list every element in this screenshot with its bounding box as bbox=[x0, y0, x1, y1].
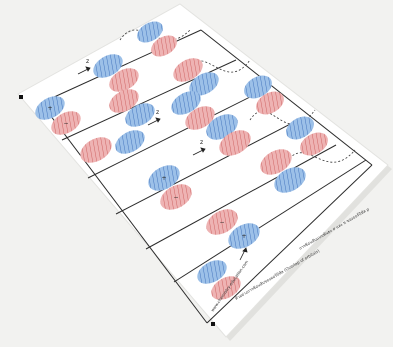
lobe-sign: − bbox=[219, 219, 224, 226]
arrow-label: z bbox=[156, 109, 159, 116]
paper-sheet bbox=[18, 4, 388, 337]
lobe-sign: + bbox=[161, 175, 166, 182]
arrow-label: z bbox=[200, 139, 203, 146]
arrow-label: z bbox=[86, 58, 89, 65]
corner-mark-bottom-left bbox=[211, 322, 215, 326]
lobe-sign: − bbox=[63, 120, 68, 127]
lobe-sign: + bbox=[47, 105, 52, 112]
lobe-sign: + bbox=[241, 233, 246, 240]
corner-mark-top-left bbox=[19, 95, 23, 99]
lobe-sign: − bbox=[173, 194, 178, 201]
